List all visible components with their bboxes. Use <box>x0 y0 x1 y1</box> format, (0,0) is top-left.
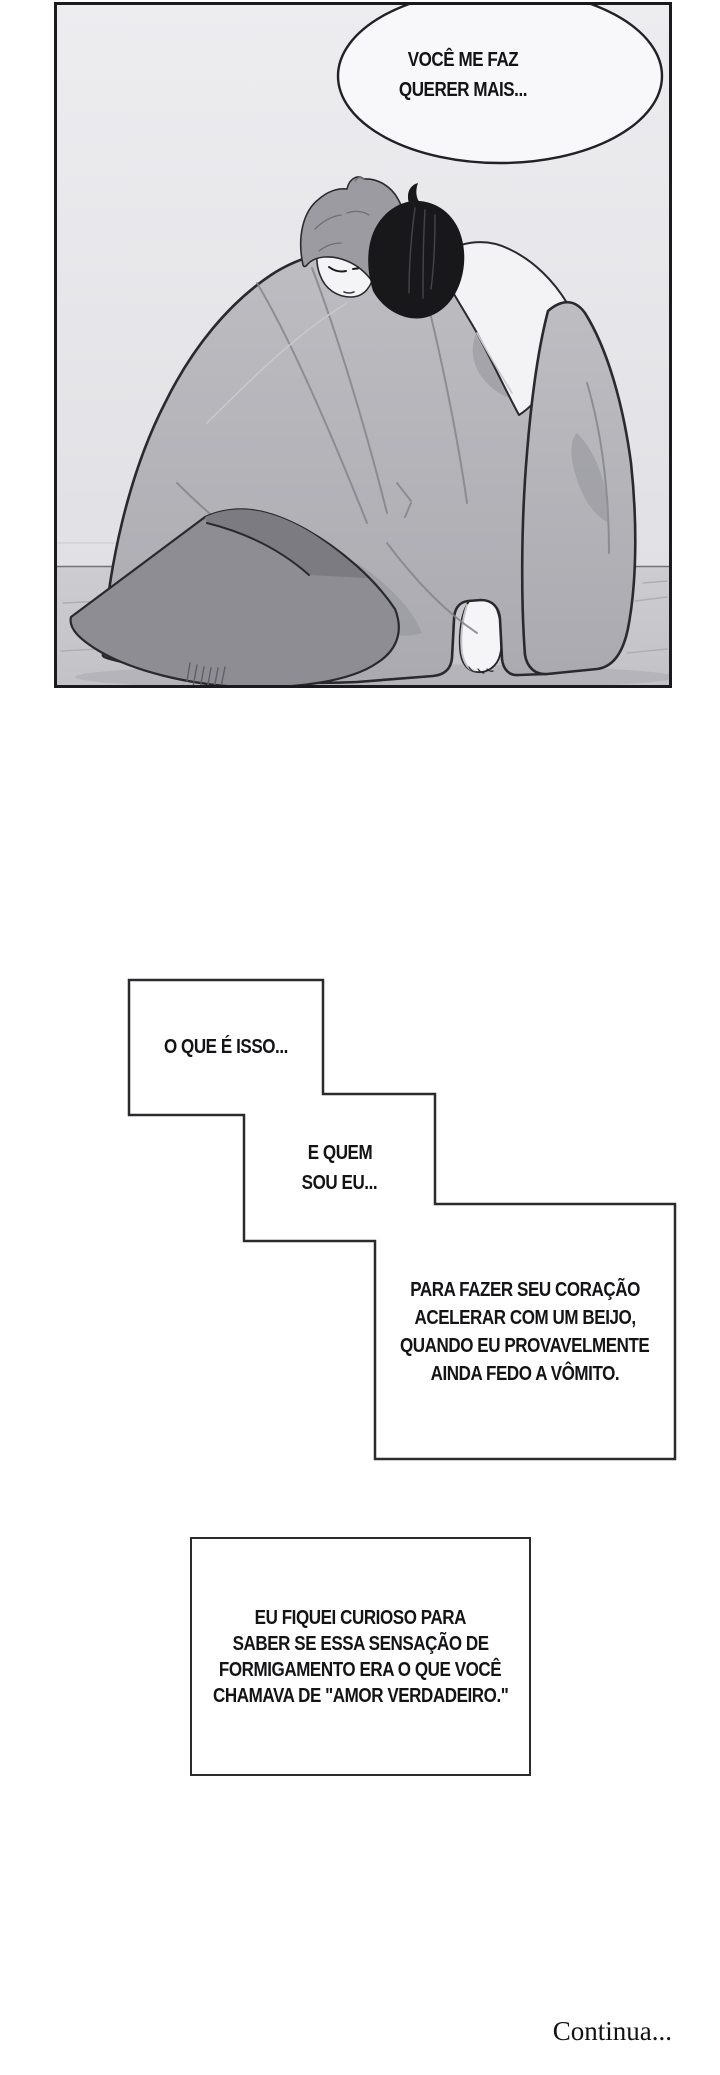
hatching <box>186 662 226 685</box>
caption-line: PARA FAZER SEU CORAÇÃO <box>410 1278 640 1301</box>
caption-line: CHAMAVA DE "AMOR VERDADEIRO." <box>212 1684 509 1707</box>
caption-line: SABER SE ESSA SENSAÇÃO DE <box>232 1632 489 1655</box>
caption-line: O QUE É ISSO... <box>164 1036 288 1058</box>
black-hair-strands <box>408 207 436 299</box>
caption-line: SOU EU... <box>301 1171 378 1194</box>
staircase-caption-outline <box>127 978 677 1461</box>
caption-box-1: O QUE É ISSO... <box>129 980 323 1115</box>
panel-artwork <box>57 5 669 685</box>
caption-line: AINDA FEDO A VÔMITO. <box>430 1362 620 1385</box>
caption-line: FORMIGAMENTO ERA O QUE VOCÊ <box>219 1658 502 1681</box>
bubble-line-1: VOCÊ ME FAZ <box>407 49 519 71</box>
artwork-panel: VOCÊ ME FAZ QUERER MAIS... <box>54 2 672 688</box>
caption-box-4: EU FIQUEI CURIOSO PARA SABER SE ESSA SEN… <box>190 1537 531 1776</box>
blanket-underside-flap <box>69 508 400 685</box>
caption-line: QUANDO EU PROVAVELMENTE <box>400 1334 650 1357</box>
caption-line: EU FIQUEI CURIOSO PARA <box>254 1606 467 1629</box>
black-hair-head <box>368 183 465 319</box>
blanket-right <box>520 300 637 676</box>
speech-bubble <box>336 5 664 165</box>
caption-line: ACELERAR COM UM BEIJO, <box>414 1306 636 1329</box>
caption-line: E QUEM <box>307 1141 372 1164</box>
boy-hair-strands <box>314 176 370 252</box>
bubble-line-2: QUERER MAIS... <box>398 79 528 101</box>
speech-bubble-text: VOCÊ ME FAZ QUERER MAIS... <box>343 45 583 105</box>
caption-box-2: E QUEM SOU EU... <box>244 1094 435 1241</box>
caption-box-3: PARA FAZER SEU CORAÇÃO ACELERAR COM UM B… <box>375 1204 675 1459</box>
blanket-highlight <box>206 302 348 424</box>
continua-label: Continua... <box>552 2016 672 2046</box>
